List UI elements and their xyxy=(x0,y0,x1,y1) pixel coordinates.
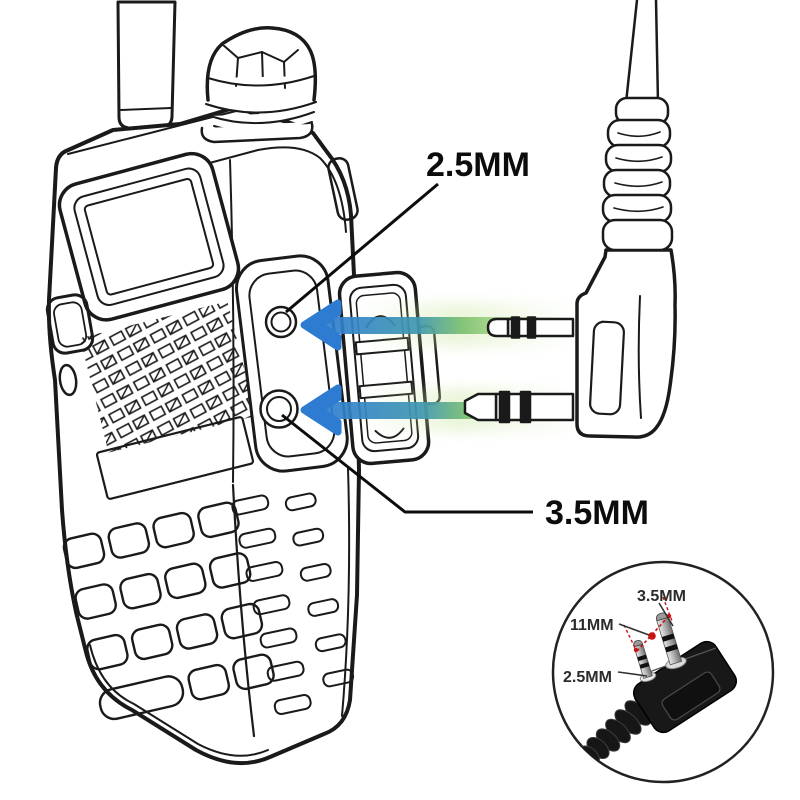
inset-plug-2-5mm xyxy=(633,639,657,682)
battery-ribs xyxy=(231,492,355,715)
radio-illustration xyxy=(45,0,442,766)
bottom-arrow-icon xyxy=(300,384,342,436)
connector-illustration xyxy=(463,0,677,439)
plug-pin-2-5mm xyxy=(486,316,575,339)
callouts: 2.5MM 3.5MM xyxy=(281,146,649,532)
plug-pin-3-5mm xyxy=(463,390,575,424)
inset-label-2-5mm: 2.5MM xyxy=(563,669,612,686)
dust-cover-flap xyxy=(337,270,442,466)
callout-2-5mm: 2.5MM xyxy=(426,146,530,184)
strain-relief xyxy=(601,96,674,252)
detail-inset: 3.5MM 11MM 2.5MM xyxy=(551,560,775,784)
inset-plug-3-5mm xyxy=(656,612,687,670)
keypad xyxy=(62,501,275,721)
label-bar xyxy=(95,416,255,500)
callout-3-5mm: 3.5MM xyxy=(545,494,649,532)
display-screen xyxy=(57,151,241,322)
shoulder-slot xyxy=(327,157,359,221)
channel-knob xyxy=(200,26,318,144)
ptt-button xyxy=(45,293,95,355)
cable xyxy=(624,0,660,105)
speaker-grille xyxy=(79,301,257,453)
inset-labels: 3.5MM 11MM 2.5MM xyxy=(563,588,686,686)
top-arrow-icon xyxy=(300,299,342,351)
side-key xyxy=(58,363,78,397)
inset-label-11mm: 11MM xyxy=(570,617,614,634)
pin-spacing-measurement xyxy=(623,596,673,653)
inset-label-3-5mm: 3.5MM xyxy=(637,588,686,605)
antenna xyxy=(116,0,177,130)
jack-2-5mm xyxy=(264,305,298,339)
